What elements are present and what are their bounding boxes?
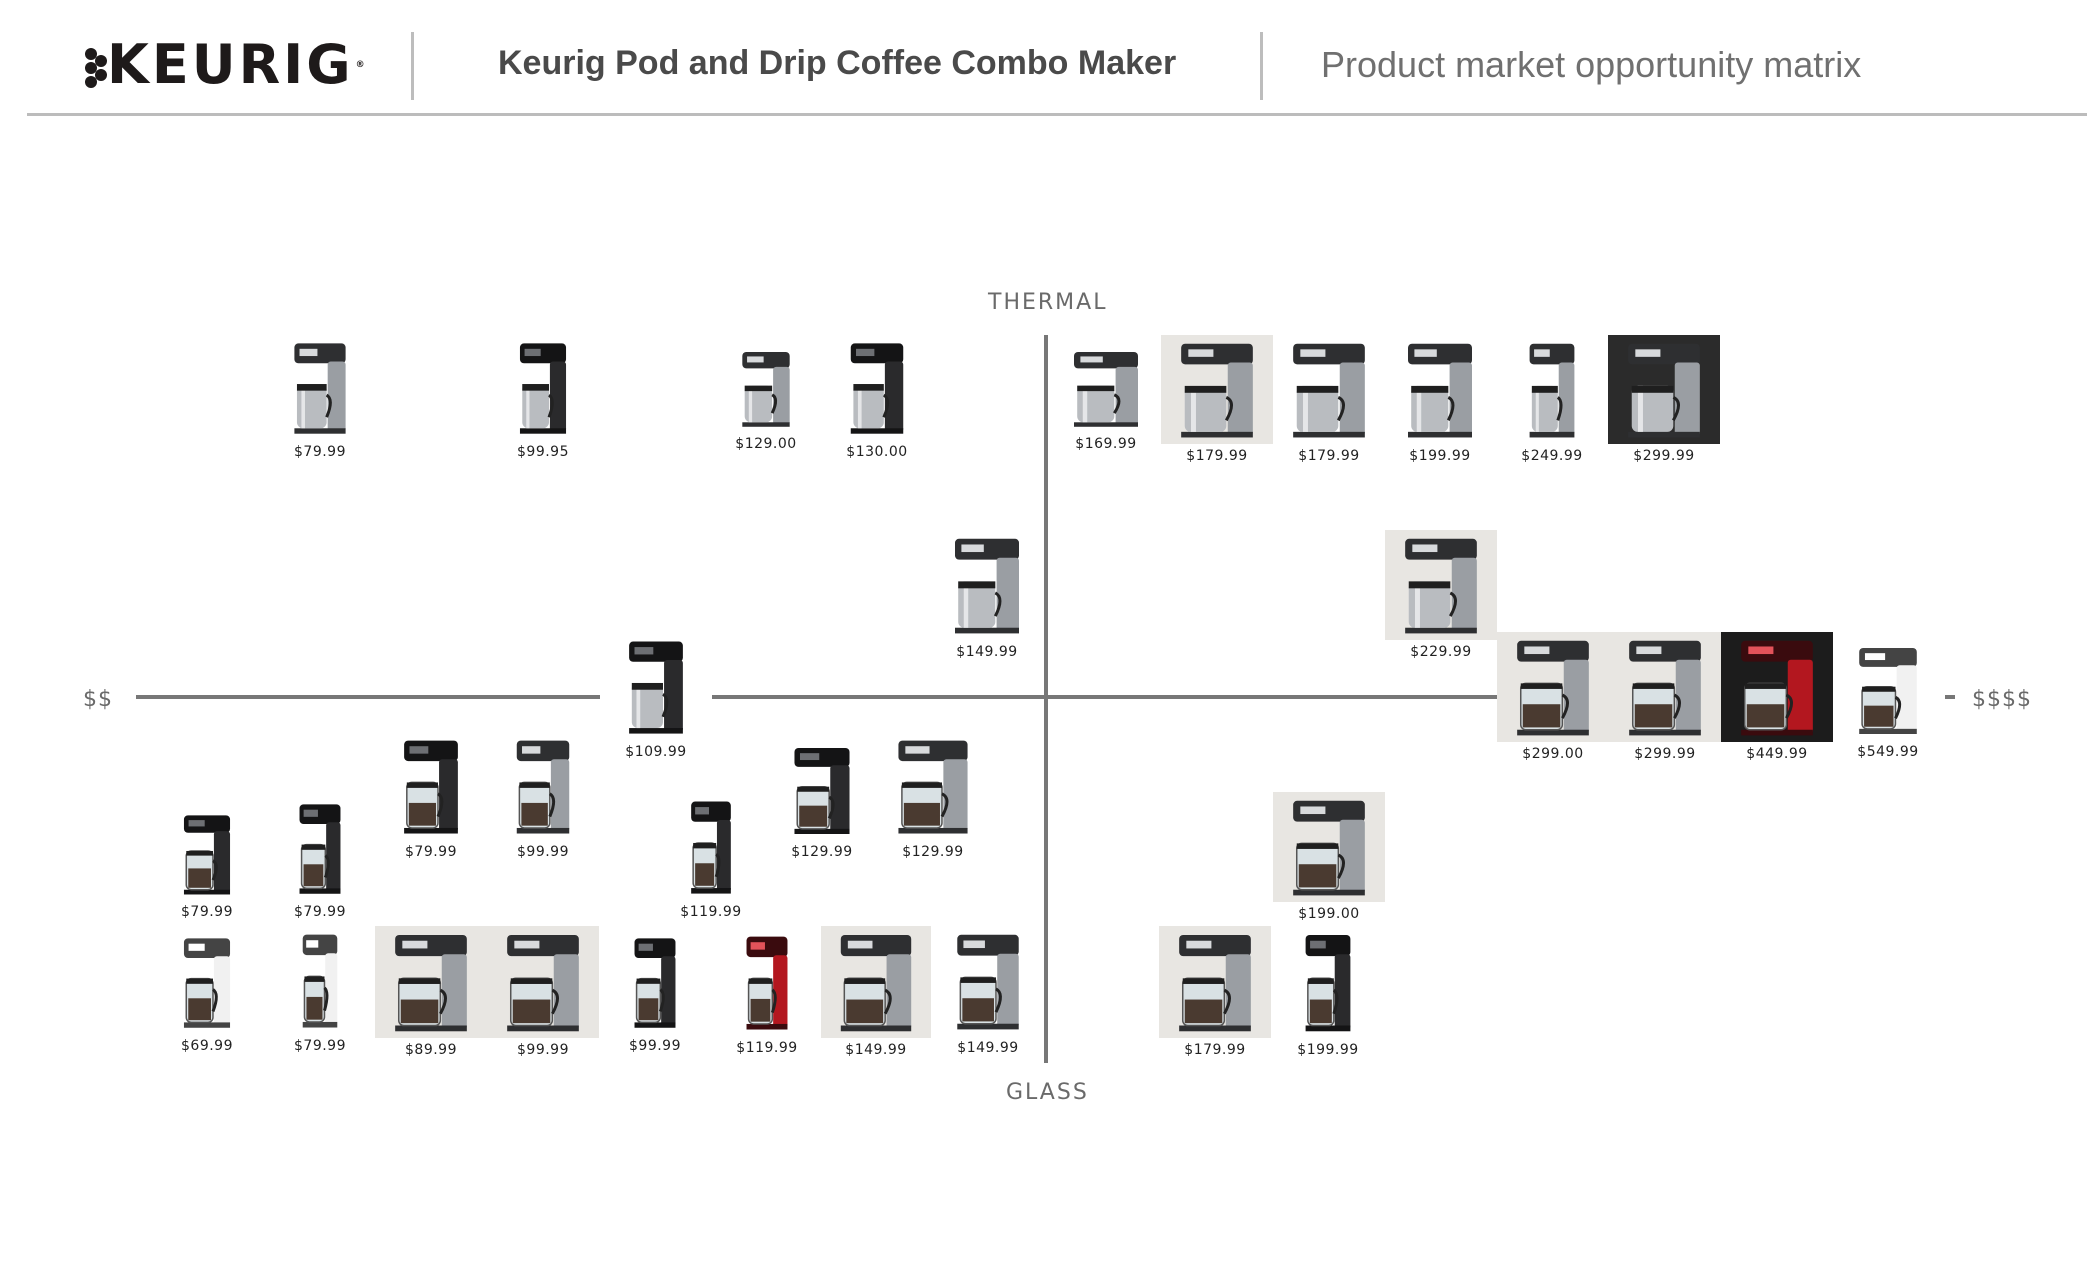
product-price: $119.99 <box>736 1040 798 1056</box>
coffee-maker-image <box>1608 335 1720 444</box>
product-price: $99.99 <box>517 1042 569 1058</box>
product-price: $130.00 <box>846 444 908 460</box>
coffee-maker-image <box>623 930 687 1034</box>
product-price: $169.99 <box>1075 436 1137 452</box>
coffee-maker-image <box>1497 632 1609 742</box>
coffee-maker-image <box>1390 335 1490 444</box>
product-price: $89.99 <box>405 1042 457 1058</box>
coffee-maker-image <box>1273 792 1385 902</box>
page-title: Keurig Pod and Drip Coffee Combo Maker <box>498 44 1177 82</box>
coffee-maker-image <box>680 793 742 900</box>
coffee-maker-image <box>1721 632 1833 742</box>
product-price: $129.99 <box>791 844 853 860</box>
logo-dots-icon <box>85 44 107 88</box>
product-price: $179.99 <box>1298 448 1360 464</box>
product-price: $549.99 <box>1857 744 1919 760</box>
coffee-maker-image <box>1517 335 1587 444</box>
product-price: $199.00 <box>1298 906 1360 922</box>
header: KEURIG® Keurig Pod and Drip Coffee Combo… <box>0 0 2100 120</box>
axis-label-bottom: GLASS <box>1006 1080 1089 1105</box>
coffee-maker-image <box>507 335 579 440</box>
product-price: $249.99 <box>1521 448 1583 464</box>
coffee-maker-image <box>389 732 473 840</box>
product-price: $149.99 <box>956 644 1018 660</box>
coffee-maker-image <box>502 732 584 840</box>
product-price: $299.00 <box>1522 746 1584 762</box>
logo-text: KEURIG <box>107 33 354 96</box>
page-subtitle: Product market opportunity matrix <box>1321 44 1862 85</box>
product-price: $79.99 <box>294 444 346 460</box>
header-divider <box>411 32 414 100</box>
keurig-logo: KEURIG® <box>85 38 365 92</box>
coffee-maker-image <box>836 335 918 440</box>
coffee-maker-image <box>779 740 865 840</box>
product-price: $229.99 <box>1410 644 1472 660</box>
axis-label-top: THERMAL <box>988 290 1108 315</box>
product-price: $299.99 <box>1633 448 1695 464</box>
product-price: $79.99 <box>181 904 233 920</box>
coffee-maker-image <box>1609 632 1721 742</box>
coffee-maker-image <box>879 732 987 840</box>
horizontal-axis <box>136 695 600 699</box>
product-price: $199.99 <box>1297 1042 1359 1058</box>
coffee-maker-image <box>1293 926 1363 1038</box>
product-price: $69.99 <box>181 1038 233 1054</box>
coffee-maker-image <box>171 930 243 1034</box>
coffee-maker-image <box>940 926 1036 1036</box>
coffee-maker-image <box>729 345 803 432</box>
product-price: $99.95 <box>517 444 569 460</box>
coffee-maker-image <box>171 808 243 900</box>
product-price: $179.99 <box>1186 448 1248 464</box>
product-price: $129.99 <box>902 844 964 860</box>
coffee-maker-image <box>1385 530 1497 640</box>
horizontal-axis <box>1945 695 1955 699</box>
coffee-maker-image <box>293 926 347 1034</box>
coffee-maker-image <box>821 926 931 1038</box>
coffee-maker-image <box>375 926 487 1038</box>
coffee-maker-image <box>1159 926 1271 1038</box>
coffee-maker-image <box>280 335 360 440</box>
product-price: $79.99 <box>294 1038 346 1054</box>
product-price: $449.99 <box>1746 746 1808 762</box>
coffee-maker-image <box>1273 335 1385 444</box>
header-rule <box>27 113 2087 116</box>
axis-label-left: $$ <box>83 687 113 712</box>
vertical-axis <box>1044 335 1048 1063</box>
product-price: $179.99 <box>1184 1042 1246 1058</box>
coffee-maker-image <box>487 926 599 1038</box>
product-price: $149.99 <box>957 1040 1019 1056</box>
product-price: $199.99 <box>1409 448 1471 464</box>
coffee-maker-image <box>614 633 698 740</box>
header-divider <box>1260 32 1263 100</box>
product-price: $129.00 <box>735 436 797 452</box>
coffee-maker-image <box>288 796 352 900</box>
product-price: $99.99 <box>517 844 569 860</box>
coffee-maker-image <box>937 530 1037 640</box>
product-price: $299.99 <box>1634 746 1696 762</box>
axis-label-right: $$$$ <box>1972 687 2032 712</box>
coffee-maker-image <box>1161 335 1273 444</box>
product-price: $109.99 <box>625 744 687 760</box>
coffee-maker-image <box>1843 640 1933 740</box>
product-price: $99.99 <box>629 1038 681 1054</box>
product-price: $79.99 <box>294 904 346 920</box>
horizontal-axis <box>712 695 1497 699</box>
coffee-maker-image <box>735 928 799 1036</box>
product-price: $149.99 <box>845 1042 907 1058</box>
coffee-maker-image <box>1056 345 1156 432</box>
product-price: $79.99 <box>405 844 457 860</box>
product-price: $119.99 <box>680 904 742 920</box>
